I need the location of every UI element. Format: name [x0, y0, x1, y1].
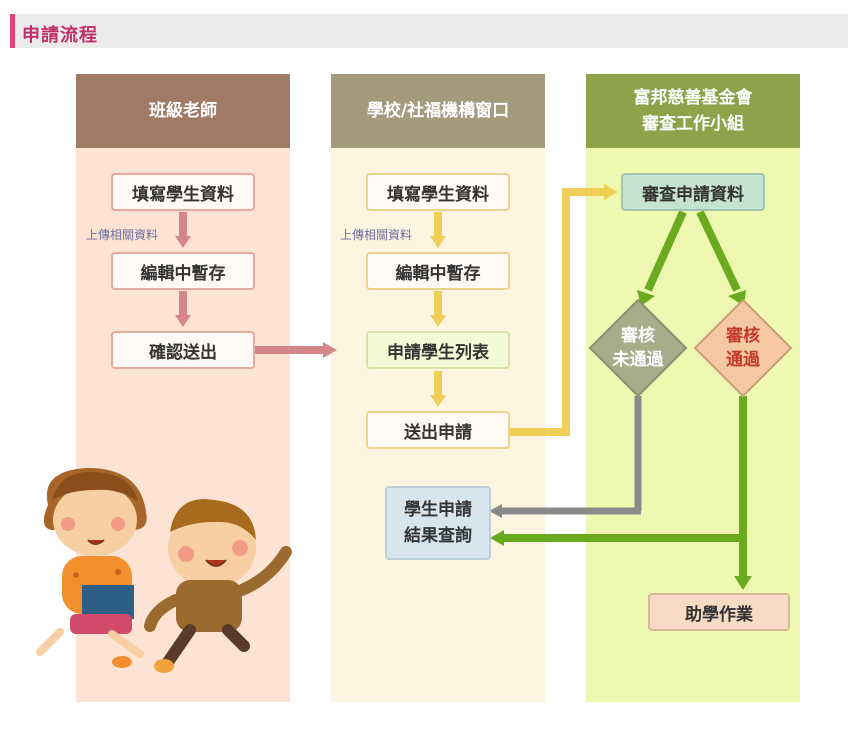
teacher-upload-label: 上傳相關資料 [86, 228, 159, 242]
header-accent-bar [10, 14, 15, 48]
teacher-fill-data-box: 填寫學生資料 [111, 173, 255, 211]
diamond-not-passed [588, 298, 688, 398]
foundation-grant-box: 助學作業 [648, 593, 790, 631]
school-result-query-box: 學生申請 結果查詢 [385, 486, 491, 560]
passed-label: 審核 通過 [726, 326, 760, 370]
teacher-edit-save-box: 編輯中暫存 [111, 252, 255, 290]
school-upload-label: 上傳相關資料 [340, 228, 413, 242]
school-send-box: 送出申請 [366, 411, 510, 449]
not-passed-label: 審核 未通過 [612, 326, 664, 370]
school-fill-data-box: 填寫學生資料 [366, 173, 510, 211]
column-teacher-title: 班級老師 [76, 74, 290, 148]
school-student-list-box: 申請學生列表 [366, 331, 510, 369]
school-edit-save-box: 編輯中暫存 [366, 252, 510, 290]
section-title: 申請流程 [22, 25, 98, 46]
section-header: 申請流程 [10, 14, 848, 48]
diamond-passed [693, 298, 793, 398]
column-foundation-title: 富邦慈善基金會 審查工作小組 [586, 74, 800, 148]
foundation-review-box: 審查申請資料 [621, 173, 765, 211]
column-school-title: 學校/社福機構窗口 [331, 74, 545, 148]
teacher-confirm-send-box: 確認送出 [111, 331, 255, 369]
